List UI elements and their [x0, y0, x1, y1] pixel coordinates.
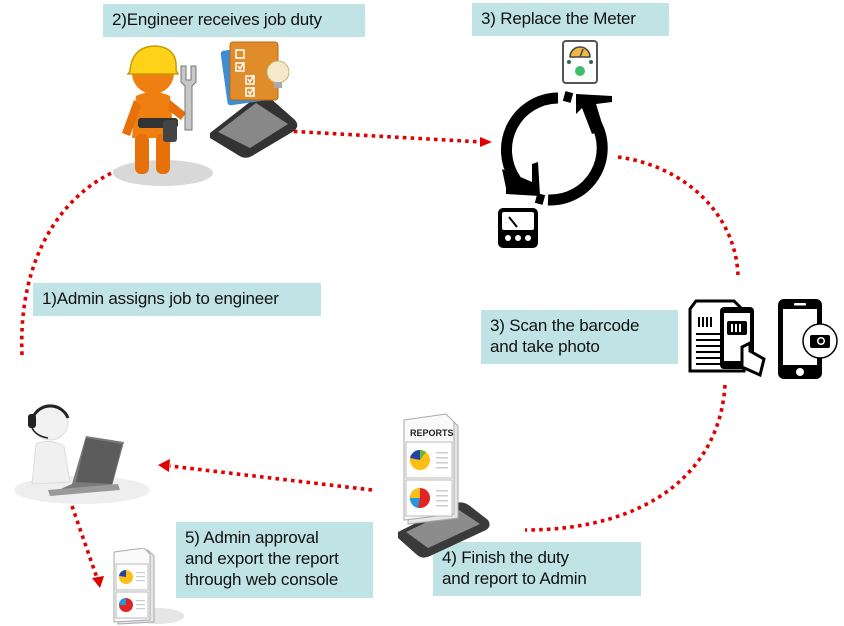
step-4-line-2: and report to Admin	[442, 569, 587, 588]
arrowhead-to-meter	[480, 137, 492, 147]
step-5-line-2: and export the report	[185, 549, 339, 568]
step-1-label: 1)Admin assigns job to engineer	[33, 283, 321, 316]
connector-scan-to-finish	[524, 384, 727, 532]
arrowhead-to-export	[92, 576, 104, 588]
barcode-scan-icon	[688, 299, 766, 377]
exported-reports-icon	[113, 548, 184, 625]
step-2-label: 2)Engineer receives job duty	[103, 4, 365, 37]
connector-admin-to-engineer	[19, 168, 119, 356]
connector-engineer-to-meter	[285, 129, 483, 144]
step-1-text: 1)Admin assigns job to engineer	[42, 289, 279, 308]
phone-camera-icon	[778, 299, 838, 379]
connector-admin-to-export	[70, 505, 99, 579]
step-3-replace-label: 3) Replace the Meter	[472, 3, 669, 36]
step-5-label: 5) Admin approval and export the report …	[176, 522, 373, 598]
reports-header: REPORTS	[410, 428, 454, 438]
step-5-line-1: 5) Admin approval	[185, 528, 319, 547]
connector-meter-to-scan	[617, 155, 740, 276]
step-3-scan-line-2: and take photo	[490, 337, 600, 356]
arrowhead-to-admin	[158, 459, 170, 472]
replace-cycle-arrows-icon	[501, 91, 612, 206]
panel-meter-icon	[498, 208, 538, 248]
phone-checklist-icon	[210, 41, 298, 158]
admin-headset-laptop-icon	[14, 403, 150, 504]
step-3-scan-line-1: 3) Scan the barcode	[490, 316, 640, 335]
step-3-scan-label: 3) Scan the barcode and take photo	[481, 310, 678, 364]
step-3-replace-text: 3) Replace the Meter	[481, 9, 636, 28]
step-2-text: 2)Engineer receives job duty	[112, 10, 322, 29]
connector-finish-to-admin	[169, 464, 373, 492]
step-4-line-1: 4) Finish the duty	[442, 548, 569, 567]
engineer-hardhat-wrench-icon	[113, 45, 213, 186]
step-4-label: 4) Finish the duty and report to Admin	[433, 542, 641, 596]
reports-on-phone-icon: REPORTS	[398, 413, 490, 558]
analog-meter-icon	[562, 40, 598, 84]
step-5-line-3: through web console	[185, 570, 339, 589]
